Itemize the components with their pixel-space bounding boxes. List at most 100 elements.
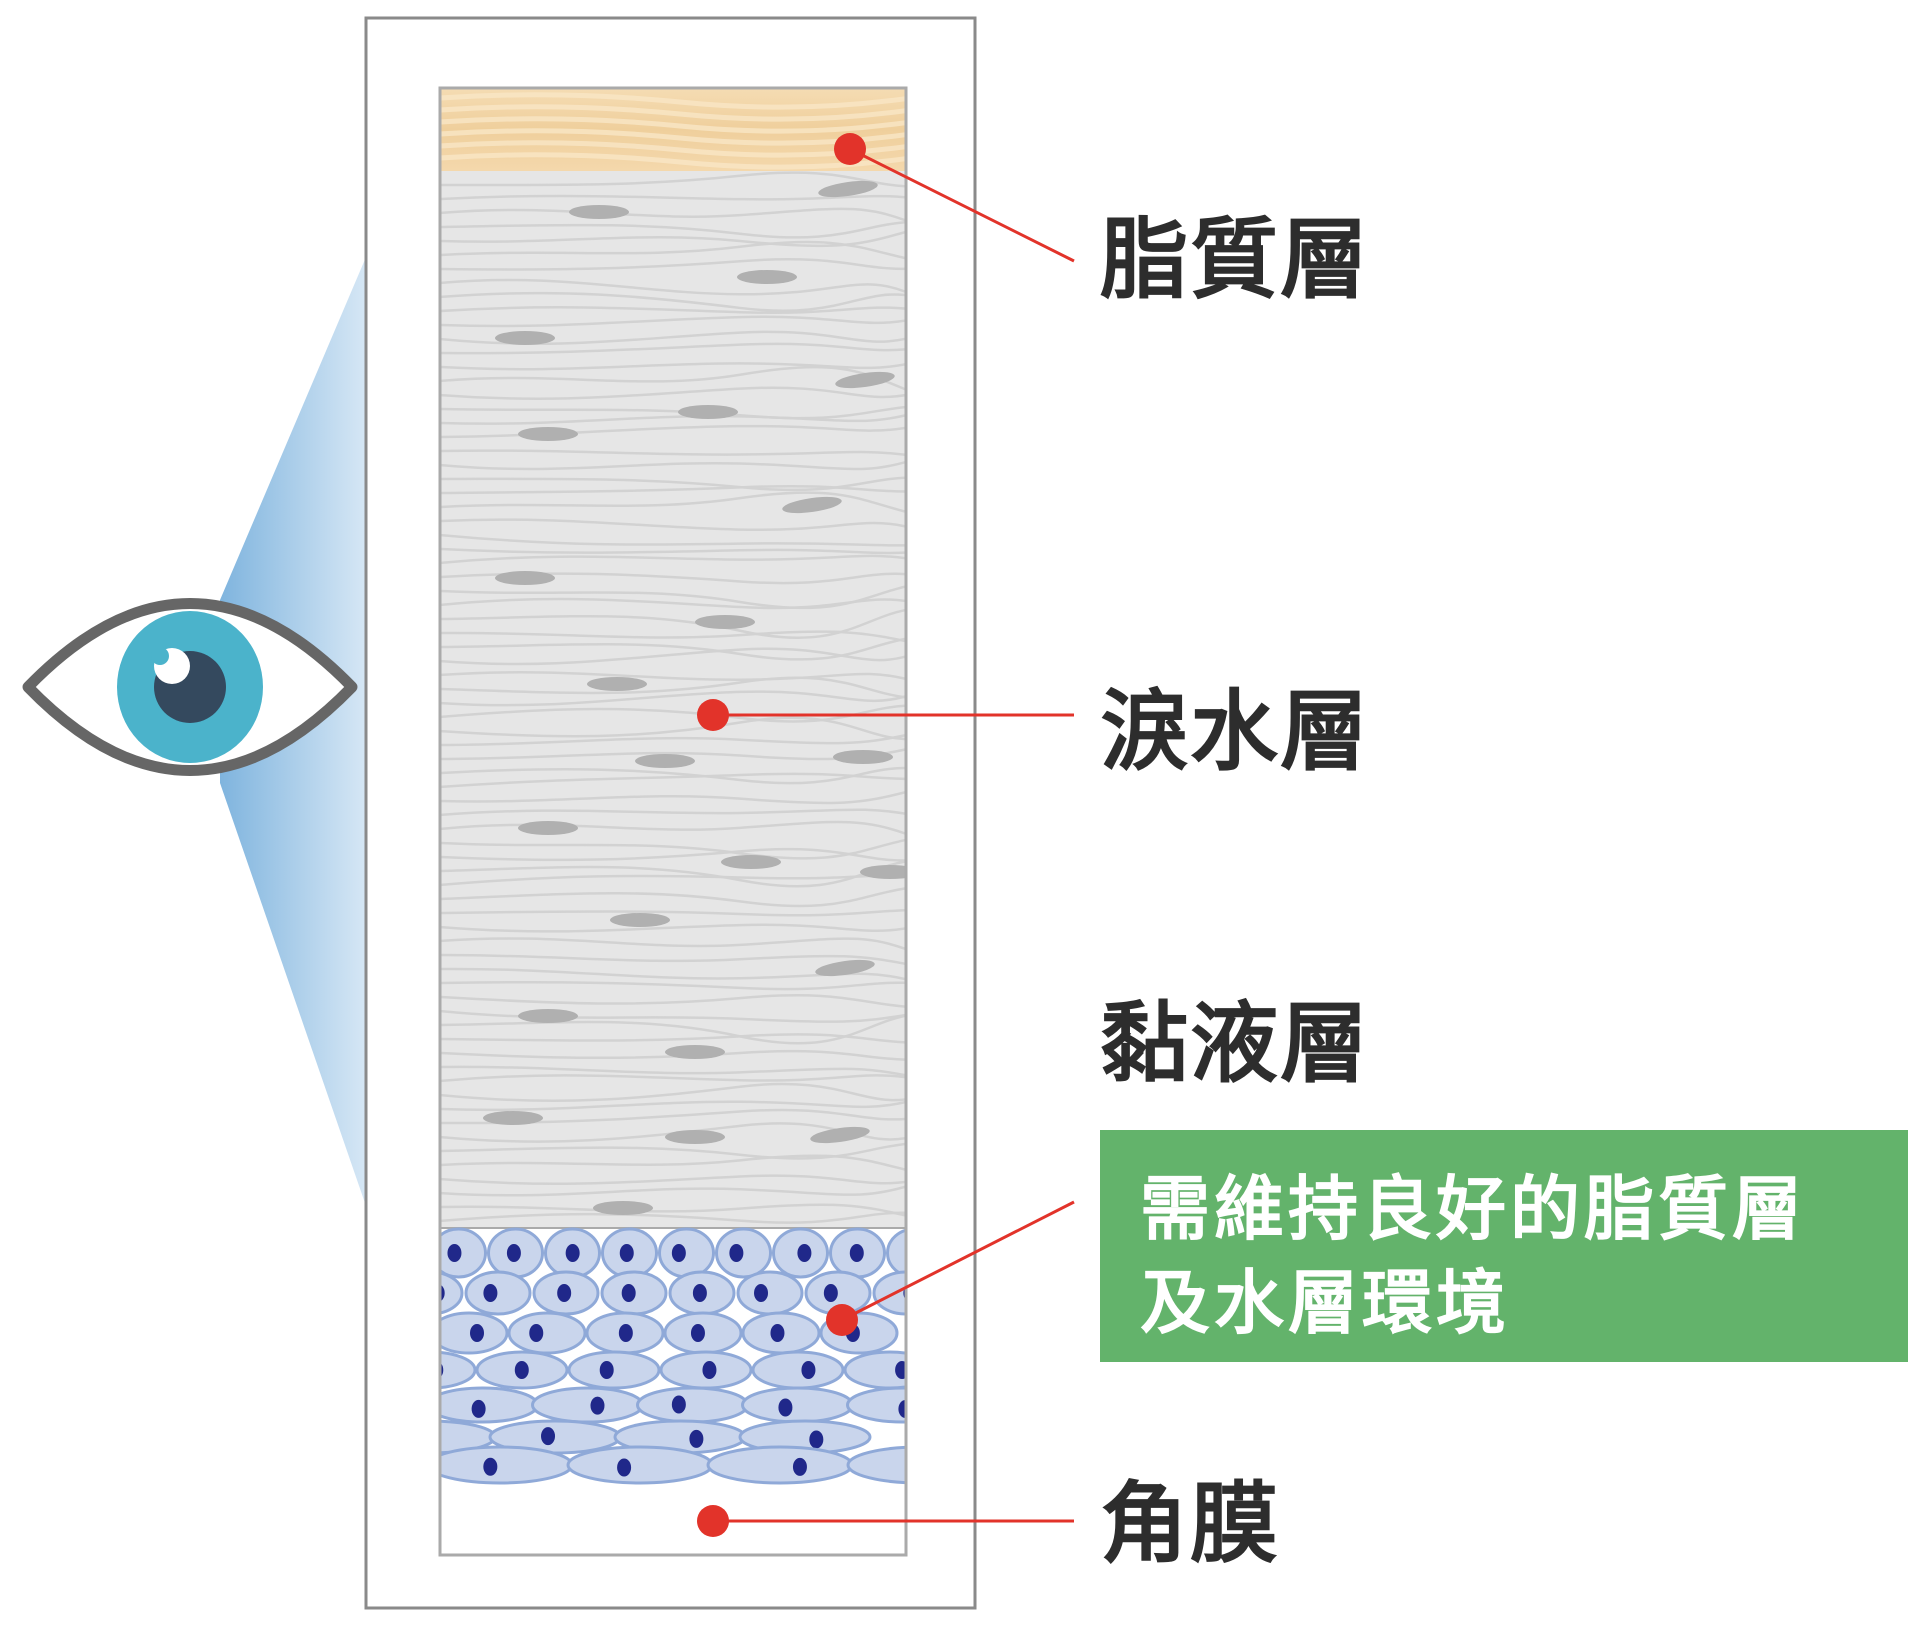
epithelial-cell: [846, 1386, 905, 1424]
cell-nucleus: [689, 1429, 704, 1448]
cell-nucleus: [770, 1324, 785, 1342]
fiber: [441, 1142, 905, 1160]
fiber: [441, 887, 905, 908]
aqueous-fibers: [441, 171, 905, 1224]
cell-nucleus: [529, 1324, 544, 1342]
cell-nucleus: [557, 1284, 572, 1302]
fiber: [441, 937, 905, 951]
fiber: [441, 207, 905, 222]
label-cornea: 角膜: [1100, 1472, 1281, 1575]
pointer-mucin: [826, 1200, 1075, 1336]
cell-nucleus: [810, 1126, 870, 1144]
cell-nucleus: [778, 1398, 793, 1417]
fiber: [441, 362, 905, 371]
fiber: [441, 484, 905, 495]
cell-nucleus: [518, 1009, 578, 1023]
cell-nucleus: [495, 571, 555, 585]
fiber: [441, 1014, 905, 1045]
fiber: [441, 194, 905, 201]
fiber: [441, 676, 905, 699]
fiber: [441, 1065, 905, 1077]
cell-nucleus: [483, 1457, 498, 1476]
cell-nucleus: [692, 1284, 707, 1302]
epithelial-cell: [441, 1271, 464, 1315]
fiber: [441, 278, 905, 296]
epithelial-cell: [636, 1386, 749, 1424]
eye-icon: [22, 598, 358, 776]
cell-nucleus: [818, 180, 878, 198]
fiber: [441, 967, 905, 981]
note-line-2: 及水層環境: [1140, 1262, 1510, 1344]
epithelial-cell: [658, 1227, 715, 1279]
epithelial-cell: [736, 1270, 804, 1316]
fiber: [441, 585, 905, 610]
cell-nucleus: [495, 331, 555, 345]
epithelial-cell: [441, 1351, 477, 1389]
cell-nucleus: [729, 1244, 744, 1262]
cell-nucleus: [895, 1361, 905, 1379]
cell-nucleus: [792, 1457, 807, 1476]
fiber: [441, 533, 905, 547]
epithelial-cell: [441, 1311, 509, 1355]
fiber: [441, 476, 905, 492]
cell-nucleus: [665, 1045, 725, 1059]
pointer-cornea: [697, 1505, 1074, 1537]
cell-nucleus: [617, 1458, 632, 1477]
fiber: [441, 171, 905, 188]
fiber: [441, 873, 905, 887]
cell-nucleus: [782, 496, 842, 514]
cell-nucleus: [441, 1363, 444, 1377]
fiber: [441, 460, 905, 471]
cell-nucleus: [483, 1111, 543, 1125]
cell-nucleus: [823, 1284, 838, 1302]
fiber: [441, 953, 905, 966]
cell-nucleus: [447, 1244, 462, 1262]
epithelial-cell: [706, 1445, 854, 1485]
note-box: 需維持良好的脂質層 及水層環境: [1100, 1130, 1908, 1362]
cell-nucleus: [833, 750, 893, 764]
fiber: [441, 306, 905, 314]
fiber: [441, 647, 905, 666]
cell-nucleus: [590, 1396, 605, 1415]
fiber: [441, 518, 905, 532]
fiber: [441, 597, 905, 610]
fiber: [441, 547, 905, 555]
fiber: [441, 291, 905, 312]
lipid-wave: [441, 152, 905, 170]
fiber: [441, 315, 905, 328]
epithelial-cell: [715, 1227, 772, 1279]
cell-nucleus: [593, 1201, 653, 1215]
pointer-aqueous: [697, 699, 1074, 731]
cell-nucleus: [721, 855, 781, 869]
cell-nucleus: [801, 1361, 816, 1379]
cell-nucleus: [610, 913, 670, 927]
fiber: [441, 1154, 905, 1171]
fiber: [441, 766, 905, 785]
fiber: [441, 671, 905, 681]
cell-nucleus: [702, 1361, 717, 1379]
cell-nucleus: [565, 1244, 580, 1262]
lipid-wave: [441, 104, 905, 122]
fiber: [441, 791, 905, 805]
epithelial-cells: [441, 1227, 905, 1485]
aqueous-cell-nuclei: [483, 180, 905, 1215]
epithelial-cell: [531, 1386, 644, 1424]
cell-nucleus: [441, 1285, 445, 1301]
epithelial-cell: [464, 1270, 532, 1316]
fiber: [441, 630, 905, 643]
pointer-lipid: [834, 133, 1075, 263]
fiber: [441, 838, 905, 860]
cell-nucleus: [815, 959, 875, 977]
fiber: [441, 772, 905, 789]
fiber: [441, 221, 905, 239]
fiber: [441, 1033, 905, 1044]
inner-frame: [438, 86, 908, 1557]
epithelial-cell: [886, 1228, 905, 1278]
fiber: [441, 258, 905, 271]
cell-nucleus: [621, 1284, 636, 1302]
epithelial-cell: [566, 1445, 714, 1485]
epithelial-cell: [567, 1350, 661, 1390]
fiber: [441, 1100, 905, 1112]
label-lipid-layer: 脂質層: [1100, 208, 1371, 311]
cell-nucleus: [809, 1430, 824, 1449]
